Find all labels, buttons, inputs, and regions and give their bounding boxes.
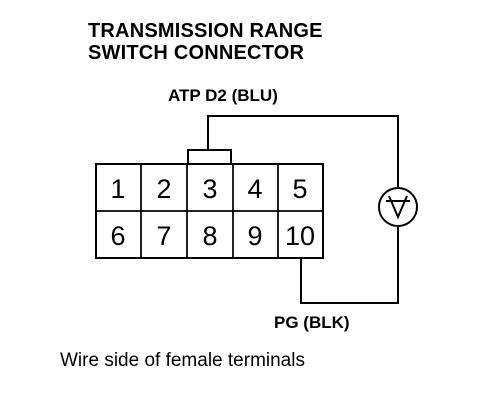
diagram-caption: Wire side of female terminals: [60, 350, 305, 371]
wire-atp-d2: [207, 115, 399, 188]
terminal-2-label: 2: [156, 174, 171, 204]
terminal-10-label: 10: [285, 221, 315, 251]
terminal-5-label: 5: [292, 174, 307, 204]
wire-label-pg: PG (BLK): [274, 313, 350, 332]
voltmeter-icon: [378, 187, 418, 227]
terminal-9-label: 9: [247, 221, 262, 251]
terminal-grid: [95, 163, 324, 259]
terminal-7-label: 7: [156, 221, 171, 251]
wire-label-atp-d2: ATP D2 (BLU): [168, 86, 278, 105]
terminal-6-label: 6: [110, 221, 125, 251]
wire-pg: [300, 227, 399, 304]
diagram-title: TRANSMISSION RANGE SWITCH CONNECTOR: [88, 20, 323, 64]
terminal-1-label: 1: [110, 174, 125, 204]
terminal-3-label: 3: [202, 174, 217, 204]
title-line-2: SWITCH CONNECTOR: [88, 42, 305, 64]
terminal-4-label: 4: [247, 174, 262, 204]
terminal-8-label: 8: [202, 221, 217, 251]
title-line-1: TRANSMISSION RANGE: [88, 20, 323, 42]
connector-lock-tab: [187, 149, 232, 164]
